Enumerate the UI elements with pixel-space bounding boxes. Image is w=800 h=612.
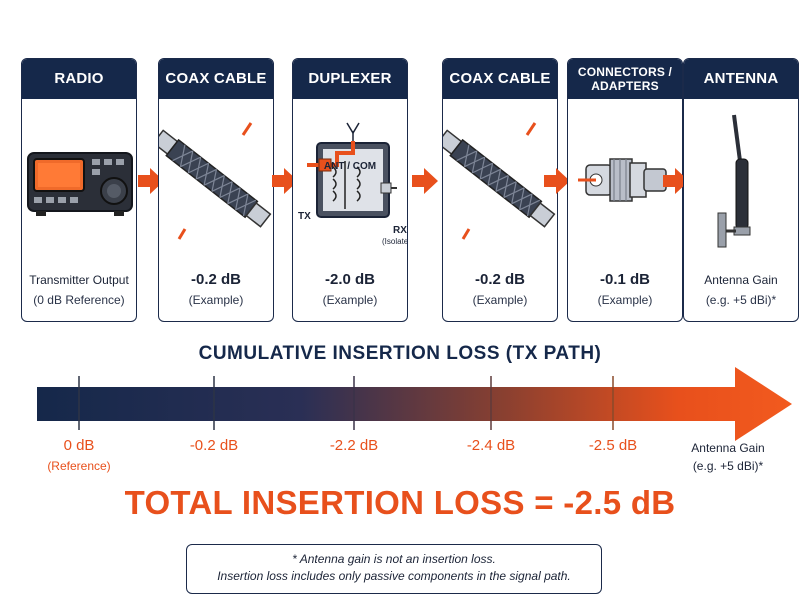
connector-icon bbox=[578, 158, 667, 202]
cumulative-loss-arrow bbox=[37, 367, 792, 441]
footnote-box: * Antenna gain is not an insertion loss.… bbox=[186, 544, 602, 594]
coax-cable-card-1-title: COAX CABLE bbox=[159, 59, 273, 99]
footnote-line-2: Insertion loss includes only passive com… bbox=[217, 569, 571, 583]
radio-card-title: RADIO bbox=[22, 59, 136, 99]
tick-label-3: -2.4 dB bbox=[466, 437, 516, 454]
duplexer-card-value: -2.0 dB bbox=[324, 271, 375, 288]
coax-cable-icon bbox=[159, 122, 272, 240]
duplexer-card: DUPLEXER ANT / COM TX RX (Isolated) -2.0… bbox=[292, 58, 408, 322]
tick-label-4: -2.5 dB bbox=[588, 437, 638, 454]
antenna-card: ANTENNA Antenna Gain (e.g. +5 dBi)* bbox=[683, 58, 799, 322]
antenna-icon bbox=[717, 114, 751, 248]
coax-cable-icon bbox=[443, 122, 556, 240]
connectors-card-value: -0.1 dB bbox=[599, 271, 650, 288]
antenna-card-value: Antenna Gain bbox=[704, 273, 778, 287]
cumulative-loss-title: CUMULATIVE INSERTION LOSS (TX PATH) bbox=[198, 343, 602, 364]
connectors-card: CONNECTORS / ADAPTERS -0.1 dB (Example) bbox=[567, 58, 683, 322]
coax-cable-card-1-sub: (Example) bbox=[188, 293, 244, 307]
radio-card-value: Transmitter Output bbox=[29, 273, 129, 287]
duplexer-tx-label: TX bbox=[298, 211, 311, 222]
antenna-card-sub: (e.g. +5 dBi)* bbox=[705, 293, 777, 307]
duplexer-icon bbox=[307, 122, 397, 218]
coax-cable-card-2: COAX CABLE -0.2 dB (Example) bbox=[442, 58, 558, 322]
tick-sub-0: (Reference) bbox=[47, 459, 111, 473]
tick-label-0: 0 dB bbox=[63, 437, 95, 454]
radio-card-sub: (0 dB Reference) bbox=[33, 293, 125, 307]
coax-cable-card-1: COAX CABLE -0.2 dB (Example) bbox=[158, 58, 274, 322]
duplexer-rx-label: RX bbox=[393, 225, 407, 236]
radio-card: RADIO Transmitter Output (0 dB Reference… bbox=[21, 58, 137, 322]
tick-label-1: -0.2 dB bbox=[189, 437, 239, 454]
tick-label-2: -2.2 dB bbox=[329, 437, 379, 454]
connectors-card-sub: (Example) bbox=[597, 293, 653, 307]
duplexer-card-title: DUPLEXER bbox=[293, 59, 407, 99]
duplexer-rx-sub: (Isolated) bbox=[382, 237, 408, 246]
duplexer-ant-label: ANT / COM bbox=[323, 161, 377, 172]
antenna-gain-end-sub: (e.g. +5 dBi)* bbox=[692, 459, 764, 473]
radio-icon bbox=[27, 152, 133, 216]
coax-cable-card-2-sub: (Example) bbox=[472, 293, 528, 307]
coax-cable-card-1-value: -0.2 dB bbox=[190, 271, 241, 288]
antenna-card-title: ANTENNA bbox=[684, 59, 798, 99]
coax-cable-card-2-value: -0.2 dB bbox=[474, 271, 525, 288]
connectors-card-title: CONNECTORS / ADAPTERS bbox=[568, 59, 682, 99]
footnote-line-1: * Antenna gain is not an insertion loss. bbox=[292, 552, 496, 566]
antenna-gain-end-label: Antenna Gain bbox=[691, 441, 765, 455]
coax-cable-card-2-title: COAX CABLE bbox=[443, 59, 557, 99]
total-insertion-loss: TOTAL INSERTION LOSS = -2.5 dB bbox=[124, 484, 676, 521]
duplexer-card-sub: (Example) bbox=[322, 293, 378, 307]
